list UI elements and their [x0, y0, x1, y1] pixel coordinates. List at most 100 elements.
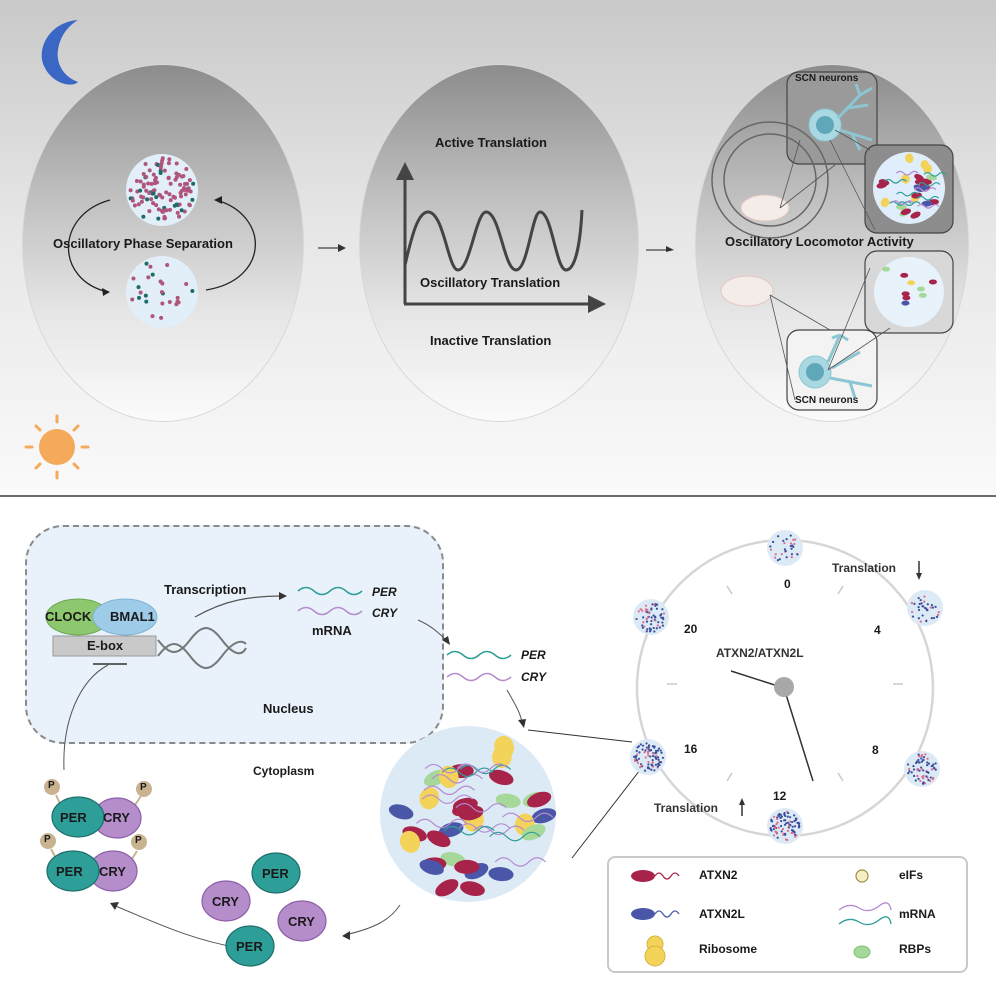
- particle: [918, 602, 921, 606]
- particle: [653, 769, 656, 772]
- hour-12: 12: [773, 789, 787, 803]
- particle: [154, 195, 159, 200]
- condensate-component: [454, 859, 480, 874]
- particle: [922, 605, 925, 608]
- particle: [655, 754, 658, 757]
- per-label: PER: [236, 939, 263, 954]
- particle: [162, 168, 167, 173]
- particle: [792, 538, 795, 541]
- particle: [148, 264, 153, 269]
- particle: [166, 161, 171, 166]
- particle: [185, 188, 190, 193]
- particle: [174, 302, 179, 307]
- particle: [914, 779, 917, 782]
- particle: [153, 175, 158, 180]
- connector-line: [779, 164, 836, 209]
- particle: [782, 539, 785, 542]
- particle: [130, 297, 135, 302]
- arrowhead-2-3: [666, 246, 674, 252]
- particle: [917, 606, 920, 609]
- particle: [661, 756, 665, 759]
- particle: [145, 197, 150, 202]
- particle: [179, 188, 184, 193]
- particle: [136, 202, 141, 207]
- particle: [793, 835, 797, 838]
- particle: [775, 823, 778, 826]
- particle: [773, 827, 776, 830]
- particle: [190, 289, 195, 294]
- ribosome-legend-icon: [644, 935, 666, 967]
- mrna-strand: [917, 182, 941, 187]
- particle: [646, 611, 649, 614]
- condensate-component: [905, 153, 914, 164]
- particle: [912, 764, 915, 768]
- particle: [790, 553, 794, 556]
- particle: [920, 767, 923, 770]
- particle: [646, 766, 649, 770]
- particle: [159, 208, 164, 213]
- particle: [181, 174, 186, 179]
- particle: [646, 747, 649, 750]
- particle: [917, 777, 920, 780]
- particle: [143, 161, 148, 166]
- particle: [647, 760, 650, 764]
- particle: [160, 301, 165, 306]
- particle: [650, 768, 653, 771]
- particle: [920, 757, 923, 760]
- particle: [138, 179, 143, 184]
- particle: [651, 761, 654, 764]
- particle: [774, 830, 777, 833]
- particle: [774, 556, 777, 559]
- particle: [778, 558, 781, 561]
- clock-center: [774, 677, 794, 697]
- particle: [645, 618, 648, 621]
- scn-neurons-top-label: SCN neurons: [795, 73, 859, 84]
- particle: [907, 771, 910, 775]
- particle: [915, 761, 918, 765]
- particle: [785, 538, 788, 541]
- particle: [925, 620, 928, 623]
- particle: [143, 293, 148, 298]
- translation-panel: [359, 64, 639, 422]
- particle: [912, 768, 916, 771]
- particle: [912, 774, 916, 778]
- particle: [175, 210, 180, 215]
- particle: [777, 814, 780, 817]
- particle: [635, 755, 638, 758]
- particle: [651, 754, 655, 758]
- particle: [175, 295, 180, 300]
- particle: [644, 749, 647, 752]
- legend-atxn2l-label: ATXN2L: [699, 907, 745, 921]
- condensate-component: [901, 291, 910, 297]
- particle: [769, 545, 772, 548]
- particle: [154, 203, 159, 208]
- condensate-component: [419, 787, 440, 810]
- particle: [929, 776, 932, 779]
- legend: ATXN2 ATXN2L Ribosome eIFs mRNA RBPs: [607, 856, 968, 973]
- particle: [650, 616, 653, 619]
- particle: [168, 198, 173, 203]
- particle: [657, 747, 661, 750]
- particle: [660, 616, 663, 619]
- particle: [652, 626, 655, 630]
- particle: [925, 607, 928, 610]
- particle: [932, 763, 935, 766]
- moon-icon: [41, 20, 78, 85]
- particle: [648, 612, 651, 615]
- hour-16: 16: [684, 742, 698, 756]
- particle: [174, 175, 179, 180]
- particle: [787, 824, 791, 828]
- particle: [661, 624, 664, 627]
- particle: [167, 207, 172, 212]
- particle: [651, 745, 655, 748]
- particle: [917, 608, 921, 612]
- particle: [918, 755, 921, 758]
- mrna-strand: [895, 170, 919, 176]
- particle: [636, 761, 639, 764]
- repression-arc: [63, 664, 109, 771]
- particle: [141, 214, 146, 219]
- x-axis-arrowhead: [588, 295, 606, 313]
- particle: [923, 595, 926, 598]
- particle: [184, 167, 189, 172]
- particle: [151, 191, 156, 196]
